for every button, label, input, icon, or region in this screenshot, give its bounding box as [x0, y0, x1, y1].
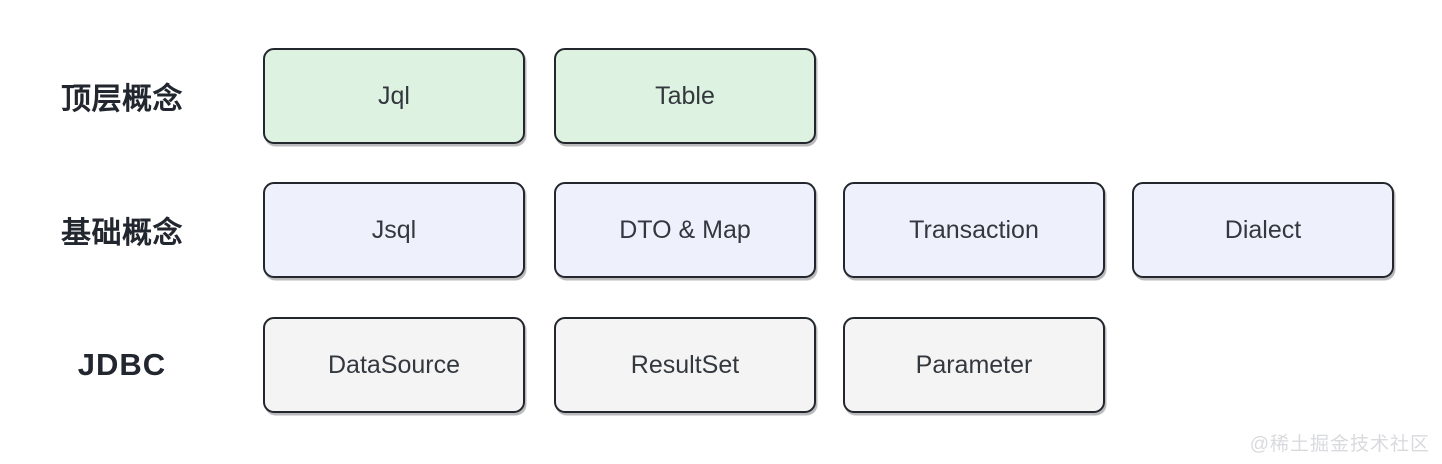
node-dto-and-map-label: DTO & Map: [619, 215, 751, 244]
node-dto-and-map[interactable]: DTO & Map: [554, 182, 816, 278]
node-dialect[interactable]: Dialect: [1132, 182, 1394, 278]
node-jql[interactable]: Jql: [263, 48, 525, 144]
diagram-row-top-concepts: 顶层概念 Jql Table: [0, 48, 1442, 144]
node-table[interactable]: Table: [554, 48, 816, 144]
row-label-top-concepts: 顶层概念: [61, 83, 183, 116]
node-datasource[interactable]: DataSource: [263, 317, 525, 413]
node-transaction-label: Transaction: [909, 215, 1039, 244]
node-dialect-label: Dialect: [1224, 215, 1302, 244]
row-label-jdbc: JDBC: [77, 347, 167, 382]
node-parameter[interactable]: Parameter: [843, 317, 1105, 413]
node-datasource-label: DataSource: [327, 350, 461, 379]
diagram-row-basic-concepts: 基础概念 Jsql DTO & Map Transaction Dialect: [0, 182, 1442, 278]
node-resultset-label: ResultSet: [630, 350, 740, 379]
diagram-row-jdbc: JDBC DataSource ResultSet Parameter: [0, 317, 1442, 413]
node-transaction[interactable]: Transaction: [843, 182, 1105, 278]
node-resultset[interactable]: ResultSet: [554, 317, 816, 413]
row-label-basic-concepts: 基础概念: [61, 217, 183, 250]
node-jql-label: Jql: [378, 81, 410, 110]
node-jsql[interactable]: Jsql: [263, 182, 525, 278]
node-jsql-label: Jsql: [371, 215, 417, 244]
watermark: @稀土掘金技术社区: [1249, 434, 1430, 455]
node-parameter-label: Parameter: [915, 350, 1033, 379]
node-table-label: Table: [655, 81, 715, 110]
